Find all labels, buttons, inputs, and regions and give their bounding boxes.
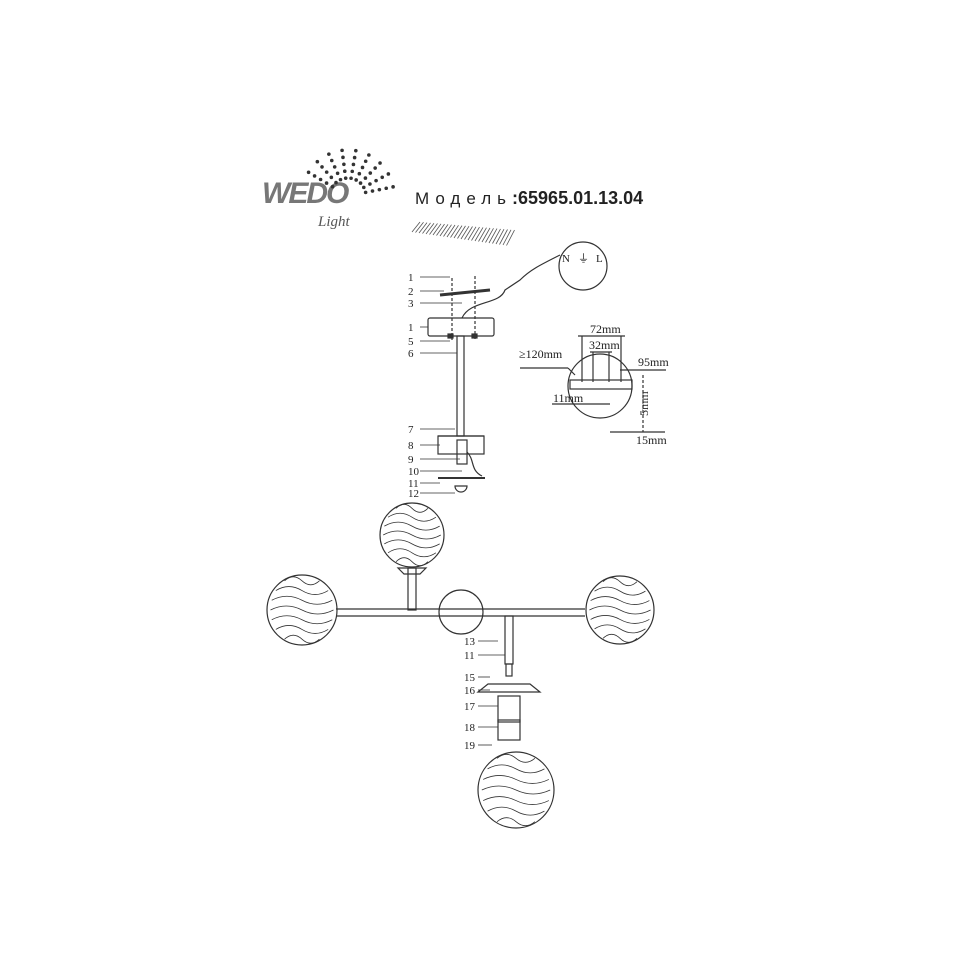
mark-earth: ⏚: [578, 252, 589, 265]
part-label: 12: [408, 488, 419, 500]
part-label: 1: [408, 322, 414, 334]
part-label: 10: [408, 466, 420, 478]
dim-120mm: ≥120mm: [519, 347, 563, 361]
logo-dots: [306, 148, 395, 195]
globe: [266, 574, 338, 646]
part-label: 18: [464, 722, 476, 734]
globe: [585, 575, 655, 645]
part-label: 8: [408, 440, 414, 452]
part-label: 16: [464, 685, 476, 697]
dim-11mm: 11mm: [553, 391, 584, 405]
part-label: 15: [464, 672, 476, 684]
mounting-dimensions: 72mm 32mm ≥120mm 95mm 11mm 5mm 15mm: [519, 322, 669, 447]
part-label: 5: [408, 336, 414, 348]
part-label: 13: [464, 636, 476, 648]
dim-95mm: 95mm: [638, 355, 669, 369]
part-label: 9: [408, 454, 414, 466]
globe: [477, 751, 555, 829]
model-title: Модель:65965.01.13.04: [415, 188, 643, 209]
part-label: 11: [408, 478, 419, 490]
globe: [379, 502, 445, 568]
wiring-marks: N ⏚ L: [562, 252, 603, 265]
model-number: :65965.01.13.04: [512, 188, 644, 208]
part-label: 17: [464, 701, 476, 713]
dim-32mm: 32mm: [589, 338, 620, 352]
part-label: 11: [464, 650, 475, 662]
part-label: 7: [408, 424, 414, 436]
chandelier: [336, 567, 585, 741]
dim-5mm: 5mm: [637, 391, 651, 416]
part-label: 1: [408, 272, 414, 284]
dim-72mm: 72mm: [590, 322, 621, 336]
mark-n: N: [562, 253, 570, 265]
model-caption: Модель: [415, 189, 513, 208]
dim-15mm: 15mm: [636, 433, 667, 447]
glass-globes: [266, 502, 655, 829]
part-label: 2: [408, 286, 414, 298]
part-label: 19: [464, 740, 476, 752]
part-label: 3: [408, 298, 414, 310]
ceiling-hatch: [411, 221, 515, 246]
part-label: 6: [408, 348, 414, 360]
mark-l: L: [596, 253, 603, 265]
mounting-assembly: [427, 241, 608, 493]
brand-logo-sub: Light: [318, 214, 350, 230]
